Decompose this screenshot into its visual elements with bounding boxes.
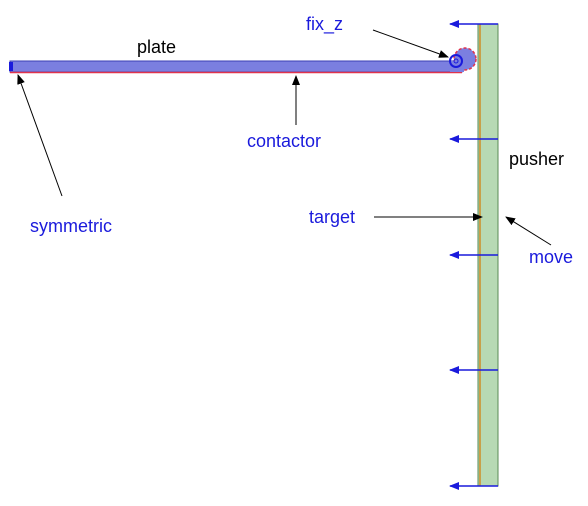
plate-label: plate: [137, 37, 176, 57]
plate-rect: [9, 60, 463, 73]
labels: plate fix_z contactor symmetric target p…: [30, 14, 573, 267]
fix-z-label: fix_z: [306, 14, 343, 35]
target-label: target: [309, 207, 355, 227]
callout-arrows: [17, 29, 552, 246]
move-arrows: [449, 20, 498, 490]
symmetric-label: symmetric: [30, 216, 112, 236]
contactor-label: contactor: [247, 131, 321, 151]
fix-z-marker: [449, 54, 463, 68]
symmetric-arrow: [17, 74, 63, 197]
pusher-label: pusher: [509, 149, 564, 169]
fix-z-marker-inner: [453, 58, 459, 64]
fix-z-arrow: [372, 29, 449, 58]
move-label-arrow: [505, 216, 552, 246]
symmetric-marker: [9, 62, 13, 71]
move-label: move: [529, 247, 573, 267]
plate-body: [9, 47, 477, 74]
